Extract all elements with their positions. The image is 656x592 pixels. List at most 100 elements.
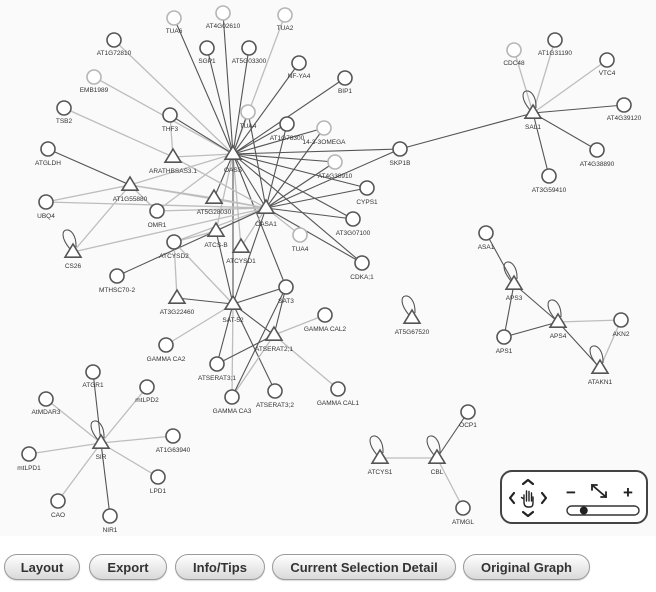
- circle-node-icon[interactable]: [241, 40, 257, 56]
- circle-node-icon[interactable]: [547, 32, 563, 48]
- original-graph-button[interactable]: Original Graph: [463, 554, 590, 580]
- graph-edge[interactable]: [532, 39, 556, 114]
- circle-node-icon[interactable]: [56, 100, 72, 116]
- circle-node-icon[interactable]: [139, 379, 155, 395]
- graph-node[interactable]: AT5G67520: [395, 295, 430, 336]
- circle-node-icon[interactable]: [278, 279, 294, 295]
- graph-node[interactable]: TUA6: [166, 10, 183, 35]
- graph-edge[interactable]: [265, 187, 368, 209]
- graph-edge[interactable]: [173, 241, 234, 305]
- circle-node-icon[interactable]: [209, 356, 225, 372]
- graph-edge[interactable]: [72, 184, 131, 253]
- graph-node[interactable]: APS1: [496, 329, 513, 355]
- graph-edge[interactable]: [232, 153, 336, 163]
- graph-edge[interactable]: [57, 442, 102, 502]
- circle-node-icon[interactable]: [102, 508, 118, 524]
- graph-edge[interactable]: [265, 123, 288, 209]
- graph-edge[interactable]: [247, 111, 267, 209]
- triangle-node-icon[interactable]: [256, 198, 276, 214]
- graph-edge[interactable]: [503, 321, 559, 338]
- graph-node[interactable]: OASA1: [255, 198, 277, 228]
- circle-node-icon[interactable]: [166, 10, 182, 26]
- graph-edge[interactable]: [503, 283, 515, 338]
- graph-edge[interactable]: [173, 17, 234, 155]
- graph-edge[interactable]: [265, 148, 401, 209]
- graph-edge[interactable]: [557, 319, 622, 323]
- graph-node[interactable]: ATCYSD2: [159, 234, 189, 260]
- graph-edge[interactable]: [232, 153, 368, 189]
- graph-node[interactable]: AT4G02610: [206, 5, 241, 30]
- circle-node-icon[interactable]: [292, 227, 308, 243]
- graph-node[interactable]: AT1G63940: [156, 428, 191, 454]
- triangle-node-icon[interactable]: [548, 312, 568, 329]
- graph-edge[interactable]: [100, 386, 148, 444]
- graph-edge[interactable]: [216, 303, 234, 365]
- graph-edge[interactable]: [156, 207, 267, 212]
- graph-node[interactable]: NF-YA4: [288, 55, 311, 80]
- circle-node-icon[interactable]: [460, 404, 476, 420]
- graph-edge[interactable]: [47, 148, 131, 186]
- circle-node-icon[interactable]: [279, 116, 295, 132]
- graph-edge[interactable]: [63, 107, 174, 158]
- graph-node[interactable]: ATSERAT2;1: [255, 325, 293, 353]
- graph-edge[interactable]: [232, 207, 267, 305]
- graph-edge[interactable]: [45, 398, 102, 444]
- graph-edge[interactable]: [232, 148, 401, 155]
- graph-node[interactable]: ATAKN1: [588, 345, 613, 386]
- circle-node-icon[interactable]: [345, 211, 361, 227]
- graph-node[interactable]: UBQ4: [37, 194, 55, 220]
- graph-edge[interactable]: [100, 442, 111, 517]
- circle-node-icon[interactable]: [616, 97, 632, 113]
- circle-node-icon[interactable]: [317, 307, 333, 323]
- graph-edge[interactable]: [232, 153, 242, 248]
- pan-right-arrow-icon[interactable]: [540, 491, 548, 505]
- graph-node[interactable]: SAT-52: [222, 294, 244, 324]
- graph-edge[interactable]: [129, 153, 234, 186]
- graph-node[interactable]: SAL1: [522, 90, 543, 131]
- graph-node[interactable]: APS3: [503, 261, 524, 302]
- triangle-node-icon[interactable]: [402, 308, 422, 325]
- zoom-slider-thumb[interactable]: [579, 506, 588, 515]
- triangle-node-icon[interactable]: [504, 274, 524, 291]
- graph-node[interactable]: CS26: [62, 229, 83, 270]
- graph-node[interactable]: GAMMA CA2: [147, 337, 186, 363]
- graph-node[interactable]: AT1G72810: [97, 32, 132, 57]
- graph-node[interactable]: BIP1: [337, 70, 353, 95]
- triangle-node-icon[interactable]: [264, 325, 284, 342]
- graph-node[interactable]: AT5G28030: [197, 188, 232, 216]
- info-tips-button[interactable]: Info/Tips: [175, 554, 265, 580]
- graph-edge[interactable]: [265, 207, 354, 220]
- graph-edge[interactable]: [232, 62, 300, 155]
- triangle-node-icon[interactable]: [163, 147, 183, 163]
- graph-node[interactable]: AKN2: [613, 312, 630, 338]
- circle-node-icon[interactable]: [354, 255, 370, 271]
- zoom-in-button[interactable]: +: [623, 483, 633, 502]
- circle-node-icon[interactable]: [38, 391, 54, 407]
- graph-node[interactable]: SKP1B: [390, 141, 411, 167]
- circle-node-icon[interactable]: [359, 180, 375, 196]
- graph-node[interactable]: MTHSC70-2: [99, 268, 136, 294]
- zoom-out-button[interactable]: −: [566, 483, 576, 502]
- graph-edge[interactable]: [532, 104, 625, 114]
- pan-control[interactable]: [508, 478, 548, 518]
- graph-edge[interactable]: [216, 334, 275, 365]
- graph-node[interactable]: AT5G03300: [232, 40, 267, 65]
- circle-node-icon[interactable]: [337, 70, 353, 86]
- circle-node-icon[interactable]: [224, 389, 240, 405]
- pan-left-arrow-icon[interactable]: [508, 491, 516, 505]
- graph-node[interactable]: ATSERAT3;2: [256, 383, 294, 409]
- graph-edge[interactable]: [232, 153, 363, 264]
- graph-node[interactable]: GAMMA CA3: [213, 389, 252, 415]
- graph-edge[interactable]: [532, 59, 608, 114]
- graph-node[interactable]: SGP1: [198, 40, 216, 65]
- graph-edge[interactable]: [222, 12, 234, 155]
- graph-edge[interactable]: [232, 127, 325, 155]
- circle-node-icon[interactable]: [541, 168, 557, 184]
- graph-node[interactable]: CDKA;1: [350, 255, 374, 281]
- graph-node[interactable]: CBL: [426, 435, 447, 476]
- triangle-node-icon[interactable]: [204, 188, 224, 204]
- triangle-node-icon[interactable]: [231, 237, 251, 253]
- graph-node[interactable]: GAMMA CAL1: [317, 381, 360, 407]
- graph-edge[interactable]: [100, 442, 159, 478]
